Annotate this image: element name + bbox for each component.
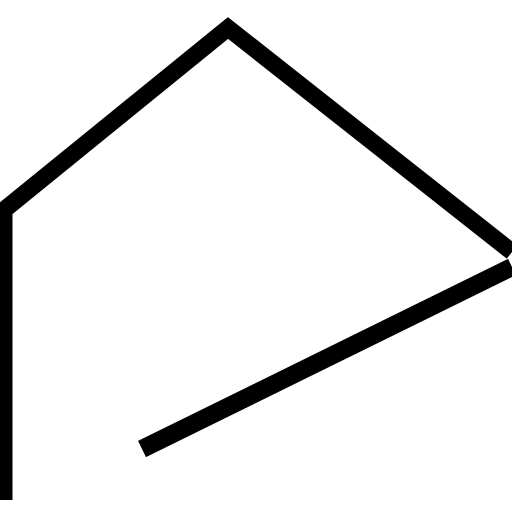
house-outline-stroke (0, 17, 512, 500)
diagonal-stroke (138, 258, 512, 458)
